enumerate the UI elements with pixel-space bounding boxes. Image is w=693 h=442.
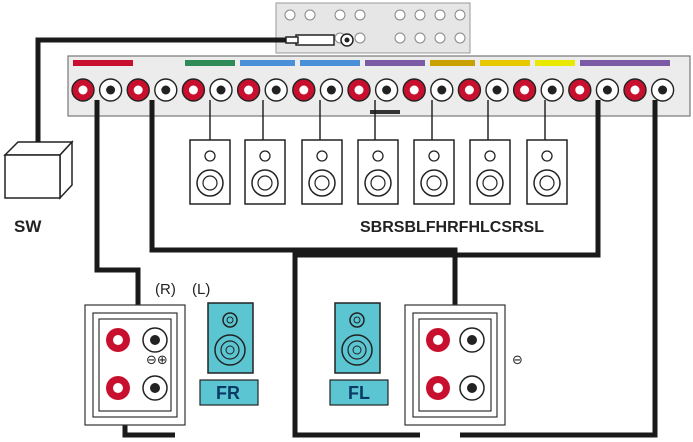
subwoofer-label: SW [14, 217, 42, 236]
terminal-core [326, 85, 336, 95]
subwoofer-cable [35, 37, 286, 142]
front-right-terminal-box [84, 304, 186, 426]
speaker-icon [469, 139, 511, 205]
front-left-speaker-icon [334, 302, 381, 374]
polarity-right: ⊖⊕ [146, 353, 168, 368]
terminal-core [464, 85, 474, 95]
terminal-core [299, 85, 309, 95]
terminal-core [161, 85, 171, 95]
terminal-core [78, 85, 88, 95]
front-left-label-box [329, 379, 389, 406]
speaker-icon [189, 139, 231, 205]
surround-speaker-labels: SBRSBLFHRFHLCSRSL [360, 219, 544, 236]
terminal-core [602, 85, 612, 95]
terminal-core [188, 85, 198, 95]
front-right-label: FR [216, 383, 240, 403]
terminal-core [244, 85, 254, 95]
terminal-core [547, 85, 557, 95]
subwoofer-icon [3, 140, 74, 200]
terminal-core [106, 85, 116, 95]
terminal-core [271, 85, 281, 95]
right-channel-label: (R) [155, 281, 176, 298]
polarity-left: ⊖ [512, 353, 523, 368]
rca-plug-icon [285, 33, 354, 47]
speaker-icon [244, 139, 286, 205]
speaker-icon [413, 139, 455, 205]
speaker-icon [357, 139, 399, 205]
front-left-terminal-box [404, 304, 506, 426]
terminal-core [354, 85, 364, 95]
surround-speaker-row [189, 139, 568, 205]
terminal-core [492, 85, 502, 95]
receiver-terminal-strip [67, 55, 691, 117]
terminal-core [133, 85, 143, 95]
speaker-icon [526, 139, 568, 205]
terminal-core [630, 85, 640, 95]
front-right-label-box [199, 379, 259, 406]
terminal-core [382, 85, 392, 95]
front-right-speaker-icon [207, 302, 254, 374]
terminal-core [520, 85, 530, 95]
terminal-core [216, 85, 226, 95]
surround-cables [209, 100, 546, 140]
terminal-core [575, 85, 585, 95]
terminal-core [409, 85, 419, 95]
speaker-icon [301, 139, 343, 205]
terminal-core [658, 85, 668, 95]
left-channel-label: (L) [192, 281, 210, 298]
terminal-core [437, 85, 447, 95]
front-left-label: FL [348, 383, 370, 403]
